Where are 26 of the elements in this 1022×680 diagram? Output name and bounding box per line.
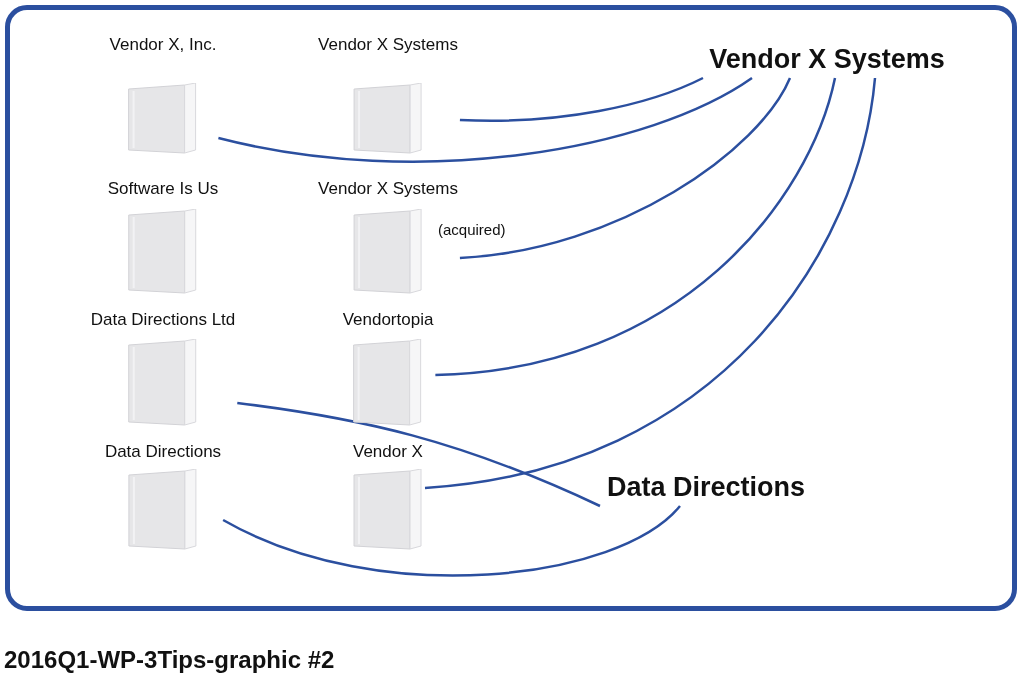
product-name: Software Is Us — [107, 179, 219, 199]
connector-line — [237, 401, 601, 508]
product-name: Vendor X Systems — [318, 35, 458, 55]
connector-line — [424, 77, 877, 490]
product-box — [90, 310, 236, 427]
product-name: Data Directions Ltd — [90, 310, 236, 330]
product-box — [353, 442, 423, 551]
note-text: (acquired) — [438, 221, 506, 238]
product-name: Vendor X, Inc. — [109, 35, 217, 55]
connector-line — [435, 77, 837, 377]
connector-line — [222, 505, 681, 577]
product-name: Vendortopia — [342, 310, 434, 330]
product-box — [104, 442, 222, 551]
product-name: Vendor X Systems — [318, 179, 458, 199]
caption: 2016Q1-WP-3Tips-graphic #2 — [4, 646, 335, 674]
product-name: Vendor X — [353, 442, 423, 462]
connector-line — [459, 76, 704, 122]
group-heading: Data Directions — [606, 472, 806, 503]
product-box — [107, 179, 219, 295]
product-box — [342, 310, 434, 427]
product-box — [109, 35, 217, 155]
connector-line — [218, 76, 753, 163]
connector-line — [459, 77, 792, 260]
group-heading: Vendor X Systems — [709, 44, 945, 75]
product-box — [318, 35, 458, 155]
product-name: Data Directions — [104, 442, 222, 462]
